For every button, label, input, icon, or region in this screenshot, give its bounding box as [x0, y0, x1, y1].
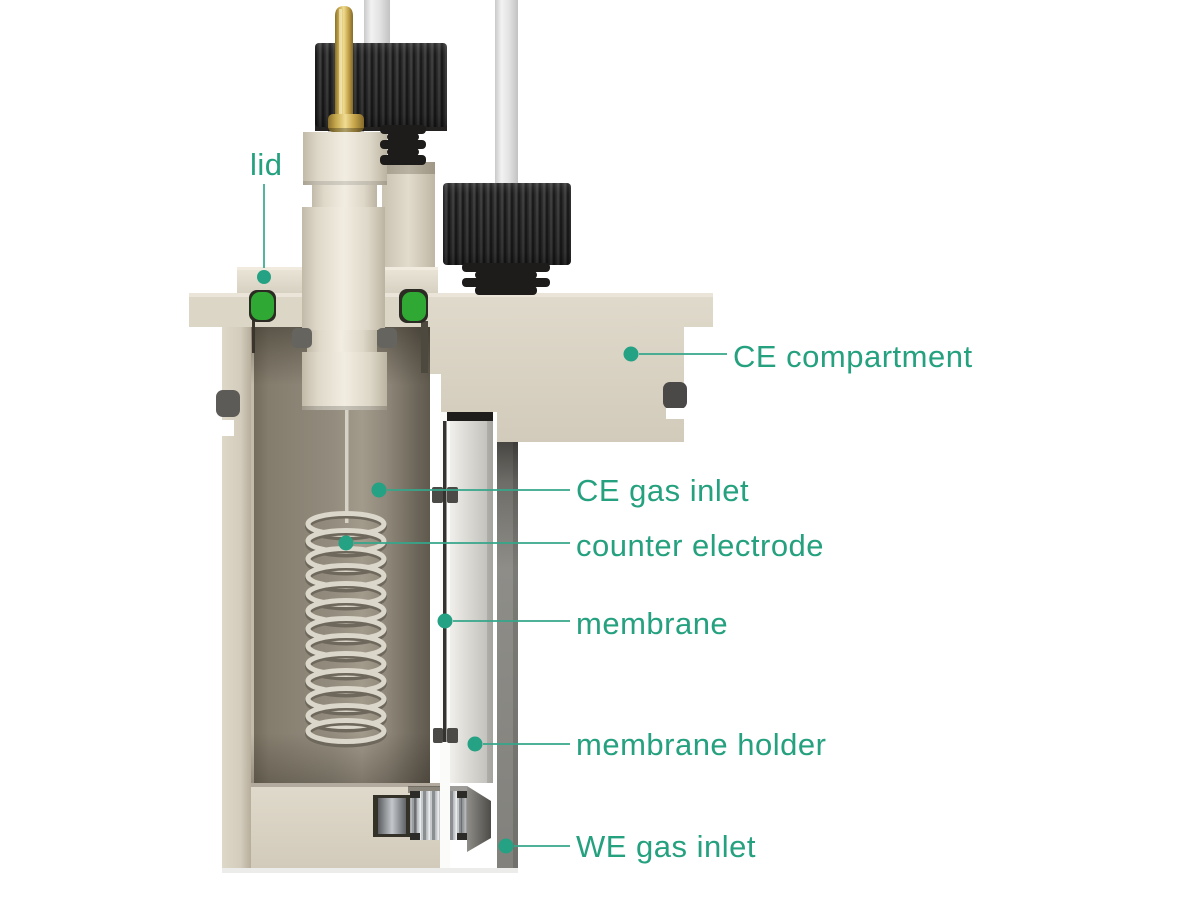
bellows-ridge: [387, 133, 419, 141]
label-lid: lid: [250, 147, 283, 284]
membrane-clamp-top-left: [432, 487, 443, 503]
we-inlet-cone: [467, 786, 491, 852]
ce-gas-inlet-marker-dot: [371, 482, 387, 498]
column-block-top: [303, 132, 387, 185]
left-groove-line: [252, 320, 255, 353]
nut1-bellows: [380, 125, 426, 165]
thread-left-cap: [410, 791, 416, 840]
column-plug: [302, 352, 387, 410]
bottom-block-top-shadow: [251, 783, 447, 787]
ce-block-body: [427, 293, 713, 442]
label-membrane: membrane: [437, 606, 728, 641]
we-rod-edge-shade: [513, 440, 518, 868]
column-neck: [312, 185, 377, 207]
label-ce-gas-inlet: CE gas inlet: [371, 473, 749, 508]
membrane-holder-tube: [450, 412, 493, 783]
counter-electrode-part: [308, 409, 384, 745]
counter-electrode-label: counter electrode: [576, 528, 824, 563]
membrane-holder-label: membrane holder: [576, 727, 826, 762]
column-through-lid: [307, 330, 377, 353]
lid-marker-dot: [257, 270, 271, 284]
electrode-feedthrough-column: [292, 132, 397, 410]
right-connector-nut: [443, 183, 571, 295]
membrane-marker-dot: [437, 613, 453, 629]
lid-label: lid: [250, 147, 283, 182]
ce-block-side-seal: [663, 382, 687, 409]
pin-collar: [328, 114, 364, 132]
plug-bottom-shadow: [302, 406, 387, 410]
thread-nub: [457, 833, 467, 840]
label-counter-electrode: counter electrode: [338, 528, 824, 563]
bellows-ridge: [380, 140, 426, 149]
membrane-sheet: [443, 421, 447, 742]
we-gas-inlet-label: WE gas inlet: [576, 829, 756, 864]
column-block-main: [302, 207, 385, 330]
electrode-wire: [345, 409, 349, 523]
bellows-ridge: [387, 148, 419, 156]
nut2-shading: [443, 183, 571, 265]
banana-pin: [328, 6, 364, 132]
we-tube-lower-rod: [497, 440, 518, 868]
bellows-ridge: [462, 263, 550, 272]
nut2-bellows: [462, 263, 550, 295]
thread-nub: [457, 791, 467, 798]
bellows-ridge: [475, 286, 537, 295]
holder-top-band: [447, 412, 493, 421]
plug-seal-right: [377, 328, 397, 348]
ce-block-top-highlight: [427, 293, 713, 297]
left-oring: [251, 292, 274, 320]
lid-orings: [249, 289, 428, 323]
membrane-assembly: [432, 412, 493, 868]
annotations: lid CE compartment CE gas inlet counter …: [250, 147, 973, 864]
ground-shadow: [222, 868, 518, 873]
counter-electrode-marker-dot: [338, 535, 354, 551]
holder-tube-edge-shade: [487, 421, 493, 783]
gas-port-column: [382, 162, 435, 270]
ce-gas-inlet-port: [382, 162, 435, 270]
cavity-left-bright-edge: [251, 327, 254, 783]
label-we-gas-inlet: WE gas inlet: [498, 829, 756, 864]
ce-compartment-block: [427, 293, 713, 442]
connector-top-shadow: [408, 786, 467, 793]
we-gas-tubing: [495, 0, 518, 868]
we-gas-inlet-marker-dot: [498, 838, 514, 854]
bellows-ridge: [380, 155, 426, 165]
ce-block-notch: [666, 408, 684, 419]
right-oring: [402, 292, 426, 321]
cell-body-wall: [216, 327, 251, 868]
plug-seal-left: [292, 328, 312, 348]
ce-compartment-marker-dot: [623, 346, 639, 362]
left-wall: [222, 327, 251, 868]
left-wall-seal: [216, 390, 240, 417]
membrane-clamp-bottom-left: [433, 728, 443, 743]
bellows-ridge: [462, 278, 550, 287]
pin-collar-shadow: [328, 128, 364, 132]
thread-right-cap: [461, 791, 467, 840]
right-groove-strip: [421, 321, 428, 373]
threaded-connector: [410, 791, 467, 840]
membrane-holder-marker-dot: [467, 736, 483, 752]
bellows-ridge: [475, 271, 537, 279]
membrane-label: membrane: [576, 606, 728, 641]
ce-compartment-label: CE compartment: [733, 339, 973, 374]
label-membrane-holder: membrane holder: [467, 727, 826, 762]
pin-highlight: [339, 9, 342, 115]
thread-nub: [410, 833, 420, 840]
cell-bottom-block: [222, 783, 518, 873]
label-ce-compartment: CE compartment: [623, 339, 973, 374]
connector-inner-cylinder: [378, 798, 406, 834]
we-tube-upper: [495, 0, 518, 190]
membrane-clamp-top-right: [447, 487, 458, 503]
left-wall-notch: [216, 420, 234, 436]
bellows-ridge: [380, 125, 426, 134]
pin-shaft: [335, 6, 353, 122]
column-step-shadow: [303, 181, 387, 185]
thread-nub: [410, 791, 420, 798]
membrane-clamp-bottom-right: [447, 728, 458, 743]
ce-gas-inlet-label: CE gas inlet: [576, 473, 749, 508]
